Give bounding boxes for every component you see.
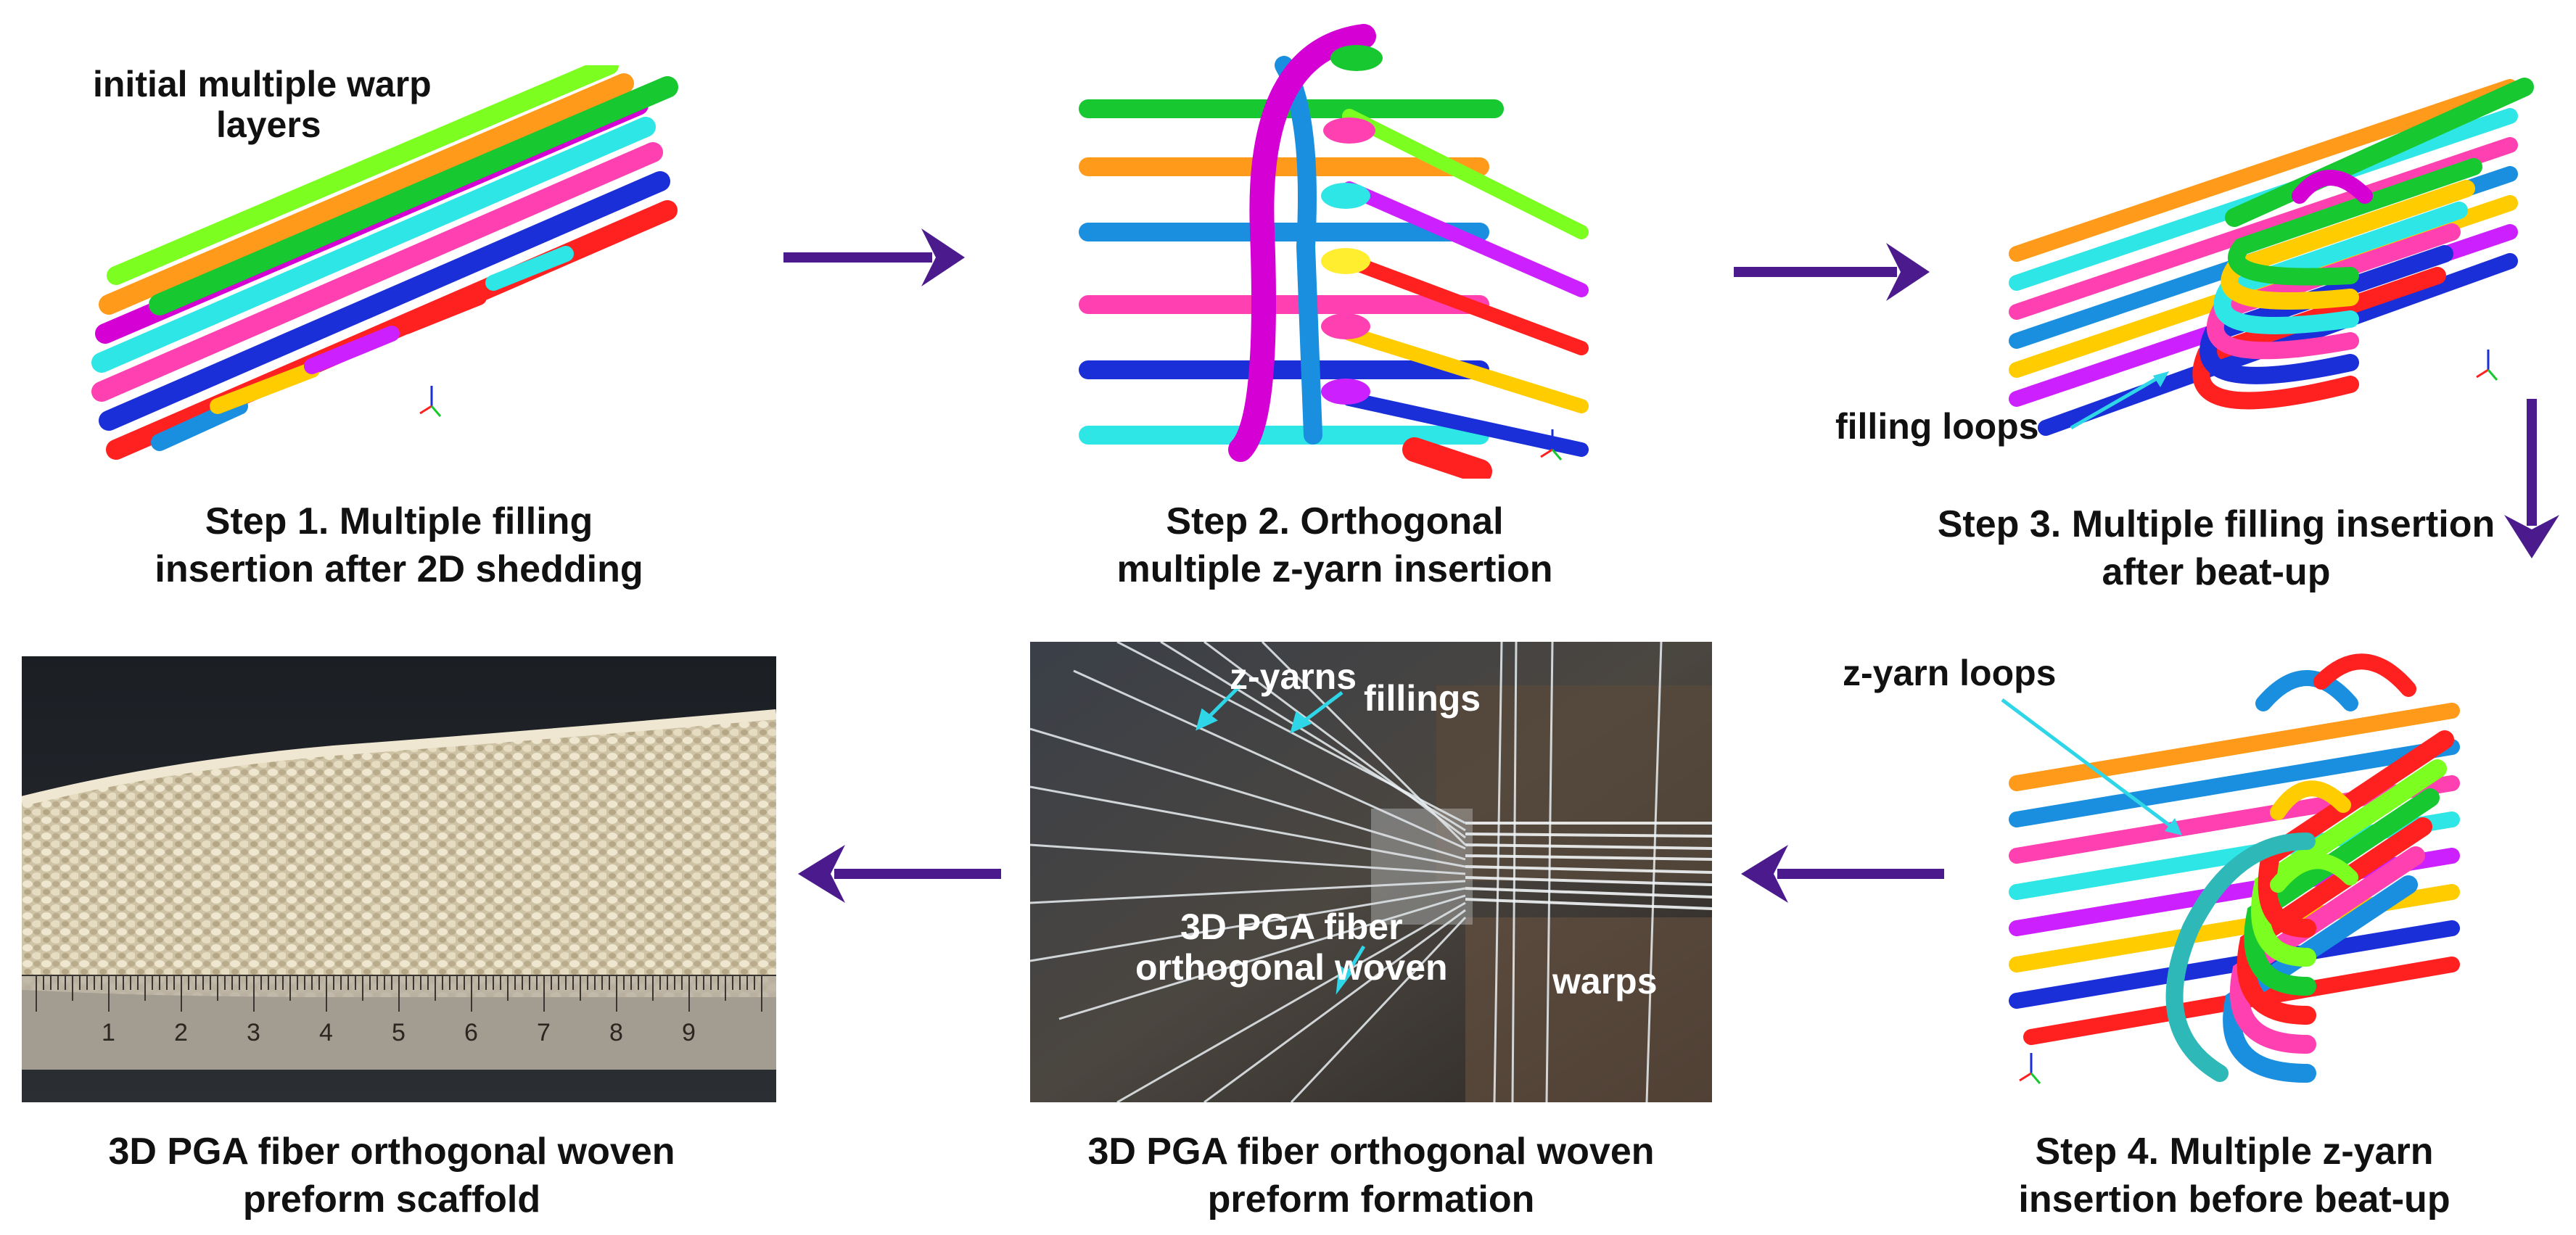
formation-label-center: 3D PGA fiber orthogonal woven [1135,906,1448,988]
axis-triad-icon [419,386,442,417]
formation-label-zyarns: z-yarns [1230,656,1357,697]
step3-caption: Step 3. Multiple filling insertion after… [1937,503,2495,593]
step4-diagram [2002,624,2481,1102]
ruler-number: 8 [609,1019,623,1046]
scaffold-caption: 3D PGA fiber orthogonal woven preform sc… [108,1131,675,1220]
flow-arrow-step1-to-step2 [776,218,972,297]
step4-annotation: z-yarn loops [1843,653,2057,693]
scaffold-ruler-numbers: 1 2 3 4 5 6 7 8 9 [22,1019,776,1055]
flow-arrow-step3-to-step4 [2495,392,2568,566]
ruler-number: 7 [537,1019,551,1046]
ruler-number: 5 [392,1019,406,1046]
formation-photo [1030,642,1712,1102]
step3-annotation-pointer [2067,363,2176,435]
formation-caption: 3D PGA fiber orthogonal woven preform fo… [1087,1131,1655,1220]
step4-caption: Step 4. Multiple z-yarn insertion before… [2018,1131,2451,1220]
scaffold-photo [22,656,776,1102]
flow-arrow-step2-to-step3 [1727,232,1937,312]
flow-arrow-formation-to-scaffold [791,834,1008,914]
ruler-number: 2 [174,1019,188,1046]
ruler-number: 9 [682,1019,696,1046]
step1-caption: Step 1. Multiple filling insertion after… [155,500,643,590]
ruler-number: 4 [319,1019,333,1046]
step3-diagram [1988,65,2554,471]
step1-diagram [73,65,711,471]
ruler-number: 6 [464,1019,478,1046]
ruler-number: 3 [247,1019,260,1046]
step1-annotation: initial multiple warp layers [93,64,432,145]
step4-annotation-pointer [1988,696,2191,841]
step3-annotation: filling loops [1835,406,2039,447]
formation-label-fillings: fillings [1364,678,1481,719]
step2-diagram [1074,15,1610,479]
formation-label-warps: warps [1552,961,1658,1001]
flow-arrow-step4-to-formation [1734,834,1951,914]
ruler-number: 1 [102,1019,115,1046]
step2-caption: Step 2. Orthogonal multiple z-yarn inser… [1116,500,1553,590]
